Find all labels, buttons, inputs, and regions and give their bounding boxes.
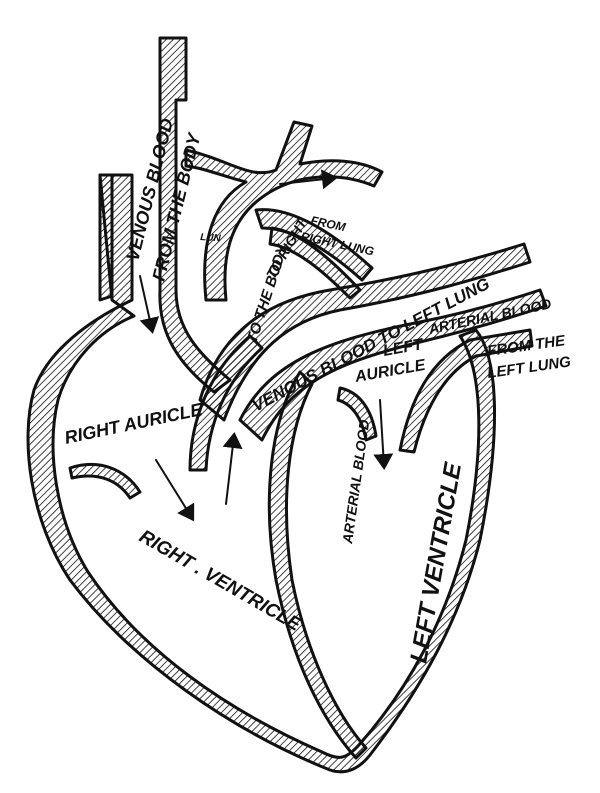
label-left-ventricle: LEFT VENTRICLE	[405, 460, 467, 665]
aortic-arch	[184, 120, 384, 302]
feathered-arrow-icon	[139, 275, 160, 334]
pulmonary-artery-lower	[238, 288, 548, 442]
vena-cava-left-wall	[98, 173, 114, 302]
pulmonary-artery	[198, 242, 532, 422]
label-left: LEFT	[382, 336, 426, 360]
label-arterial-blood-mid: ARTERIAL BLOOD	[339, 419, 372, 546]
feathered-arrow-icon	[155, 459, 195, 522]
aorta-base	[188, 334, 264, 472]
right-auricle-valve	[68, 463, 142, 500]
label-auricle: AURICLE	[353, 357, 428, 386]
feathered-arrow-icon	[222, 432, 243, 505]
septum	[267, 370, 368, 760]
right-lung-vessel-2	[268, 226, 362, 300]
feathered-arrow-icon	[373, 399, 394, 470]
outer-heart-wall	[26, 173, 497, 774]
label-lun: LUN	[200, 232, 222, 244]
left-pulmonary-vein	[398, 328, 534, 454]
feathered-arrow-icon	[279, 169, 338, 190]
left-auricle-valve	[336, 386, 378, 442]
label-right-auricle: RIGHT AURICLE	[63, 399, 205, 448]
